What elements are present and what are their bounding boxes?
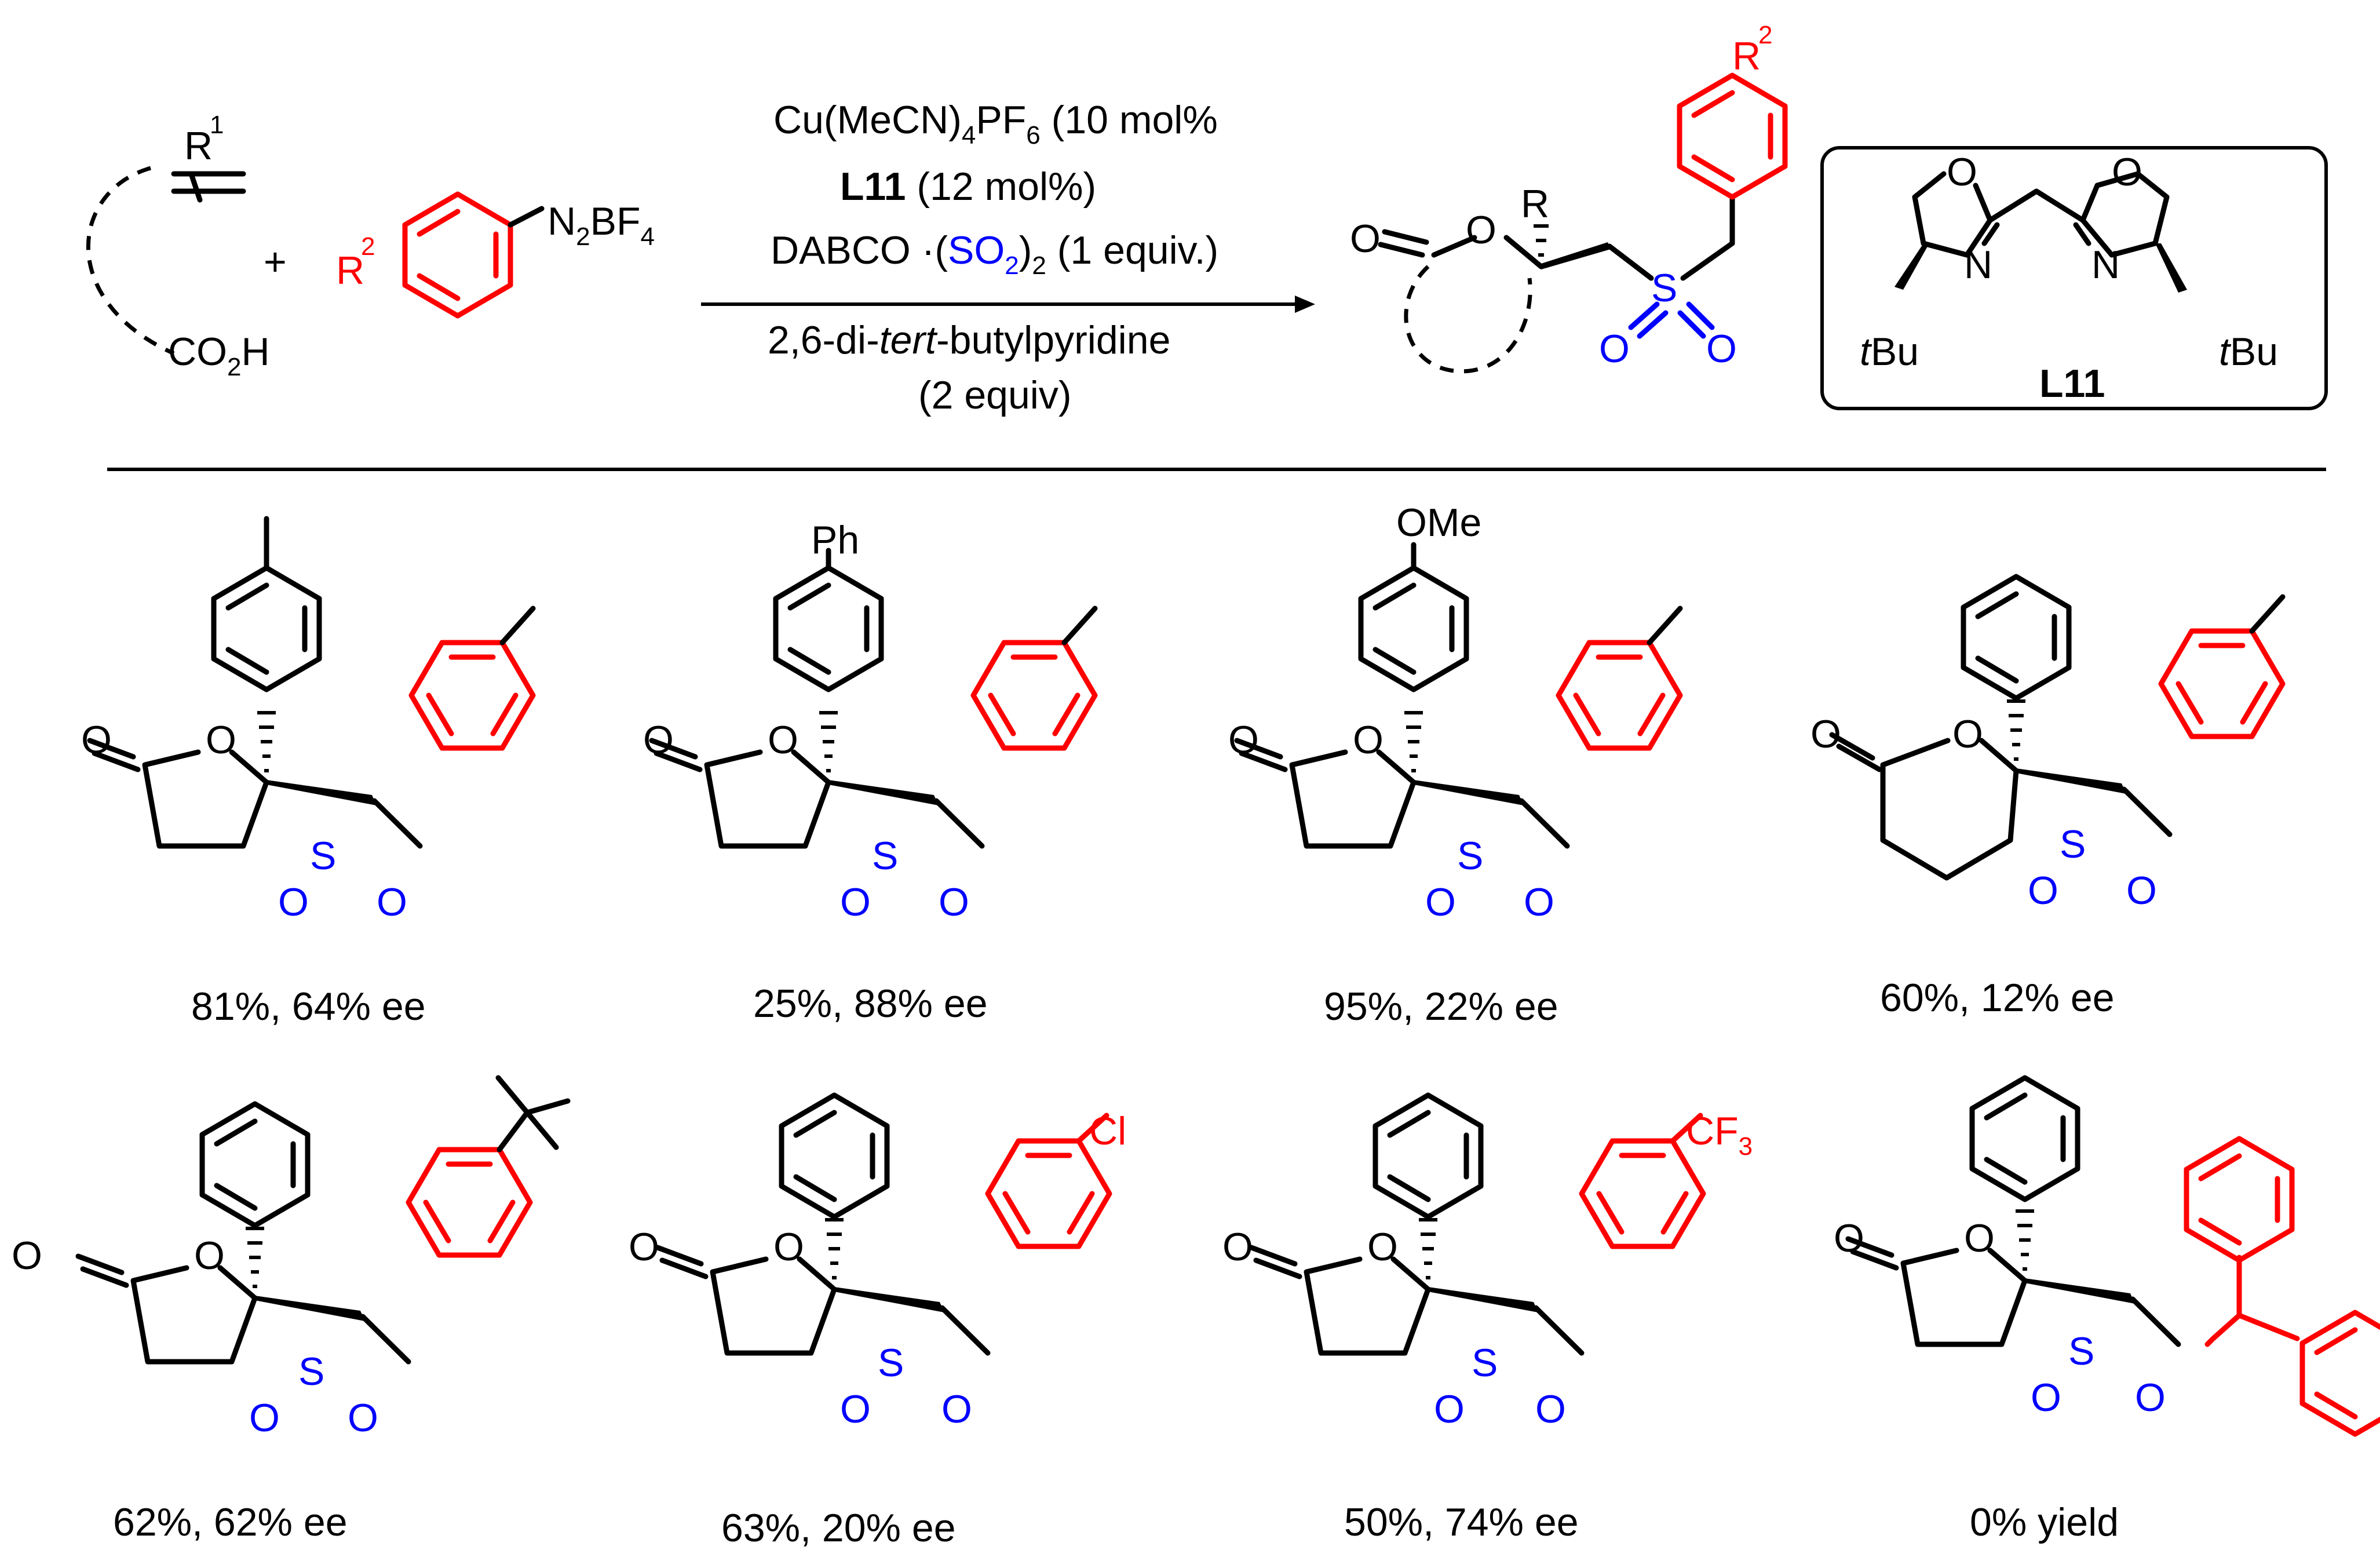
general-product: O O R S O O R 2	[1350, 21, 1785, 374]
product-6	[658, 1095, 1109, 1353]
plus-sign: +	[264, 240, 287, 284]
product-8-yield: 0% yield	[1970, 1500, 2119, 1544]
product-1-yield: 81%, 64% ee	[191, 984, 426, 1029]
svg-text:O: O	[194, 1234, 225, 1278]
ligand-box: O O N N tBu tBu L11	[1820, 146, 2328, 410]
product-carbonyl-o: O	[1350, 217, 1381, 261]
product-6-aryl-substituent: Cl	[1089, 1109, 1126, 1153]
svg-text:O: O	[1834, 1216, 1864, 1260]
product-ring-o: O	[1466, 208, 1496, 252]
svg-text:O: O	[1524, 880, 1554, 924]
svg-text:O: O	[278, 880, 309, 924]
svg-text:O: O	[1952, 712, 1983, 756]
product-atom-labels: O O S O O O O S O O Ph O O S O O OMe O O…	[12, 501, 2166, 1440]
svg-text:O: O	[1228, 718, 1259, 762]
svg-text:S: S	[1457, 834, 1483, 878]
ligand-n-left: N	[1964, 243, 1992, 287]
reagent-ligand: L11 (12 mol%)	[840, 165, 1096, 209]
ligand-tbu-left: tBu	[1860, 330, 1919, 374]
svg-text:1: 1	[210, 111, 224, 139]
svg-text:O: O	[1535, 1387, 1566, 1431]
reagent-dabso: DABCO ·(SO2)2 (1 equiv.)	[771, 228, 1218, 280]
r1-label: R	[184, 124, 213, 168]
svg-text:O: O	[941, 1387, 972, 1431]
svg-text:O: O	[2031, 1376, 2061, 1420]
reagent-base: 2,6-di-tert-butylpyridine	[768, 318, 1170, 362]
product-1	[90, 516, 536, 846]
diazonium-label: N2BF4	[547, 199, 655, 251]
product-5	[78, 1075, 571, 1362]
svg-text:O: O	[1222, 1225, 1253, 1269]
ligand-n-right: N	[2091, 243, 2120, 287]
product-7	[1251, 1095, 1703, 1353]
ligand-o-left: O	[1947, 150, 1977, 194]
svg-text:O: O	[643, 718, 674, 762]
svg-text:O: O	[939, 880, 969, 924]
aryl-diazonium-salt: R 2 N2BF4	[336, 194, 655, 316]
product-2-yield: 25%, 88% ee	[753, 982, 988, 1026]
product-2-substituent: Ph	[811, 518, 859, 562]
svg-text:O: O	[2126, 869, 2157, 913]
svg-text:2: 2	[1758, 21, 1772, 49]
product-7-yield: 50%, 74% ee	[1344, 1500, 1579, 1544]
r2-label: R	[336, 249, 364, 293]
ligand-o-right: O	[2112, 150, 2142, 194]
product-r2-label: R	[1732, 34, 1761, 78]
svg-text:O: O	[12, 1234, 42, 1278]
product-4	[1832, 577, 2286, 878]
svg-text:O: O	[629, 1225, 659, 1269]
svg-text:O: O	[81, 718, 112, 762]
svg-text:O: O	[840, 880, 871, 924]
svg-text:O: O	[249, 1396, 280, 1440]
product-6-yield: 63%, 20% ee	[721, 1506, 956, 1550]
substrate-alkenoic-acid: R 1 CO2H	[86, 111, 270, 381]
reaction-conditions: Cu(MeCN)4PF6 (10 mol% L11 (12 mol%) DABC…	[701, 98, 1315, 417]
svg-text:S: S	[2068, 1329, 2094, 1373]
svg-text:O: O	[1964, 1216, 1995, 1260]
product-sulfonyl-o1: O	[1599, 327, 1630, 371]
svg-text:O: O	[2135, 1376, 2166, 1420]
svg-text:O: O	[1367, 1225, 1398, 1269]
carboxylic-acid-label: CO2H	[168, 330, 270, 381]
svg-text:O: O	[206, 718, 236, 762]
product-5-yield: 62%, 62% ee	[113, 1500, 348, 1544]
svg-text:S: S	[878, 1341, 904, 1385]
svg-text:S: S	[2060, 822, 2086, 866]
product-3	[1237, 542, 1683, 846]
svg-text:O: O	[348, 1396, 378, 1440]
reagent-base-equiv: (2 equiv)	[918, 373, 1072, 417]
yield-labels: 81%, 64% ee 25%, 88% ee 95%, 22% ee 60%,…	[113, 976, 2119, 1550]
svg-text:O: O	[2028, 869, 2058, 913]
reagent-copper: Cu(MeCN)4PF6 (10 mol%	[773, 98, 1218, 149]
product-3-substituent: OMe	[1396, 501, 1481, 545]
svg-text:S: S	[1472, 1341, 1498, 1385]
svg-text:O: O	[840, 1387, 871, 1431]
svg-text:O: O	[1810, 712, 1841, 756]
product-r-label: R	[1521, 182, 1549, 226]
ligand-tbu-right: tBu	[2219, 330, 2278, 374]
ligand-label: L11	[2039, 362, 2105, 406]
svg-text:O: O	[377, 880, 407, 924]
svg-text:O: O	[773, 1225, 804, 1269]
svg-text:S: S	[872, 834, 898, 878]
product-3-yield: 95%, 22% ee	[1324, 984, 1558, 1029]
svg-text:S: S	[298, 1350, 324, 1394]
svg-text:O: O	[1434, 1387, 1465, 1431]
svg-text:O: O	[1425, 880, 1456, 924]
svg-text:O: O	[768, 718, 798, 762]
product-7-aryl-substituent: CF3	[1686, 1109, 1753, 1161]
svg-text:2: 2	[361, 232, 375, 261]
product-2	[652, 548, 1098, 846]
product-4-yield: 60%, 12% ee	[1880, 976, 2115, 1020]
product-8	[1848, 1078, 2380, 1434]
product-sulfonyl-o2: O	[1706, 327, 1737, 371]
svg-text:S: S	[310, 834, 336, 878]
svg-text:O: O	[1353, 718, 1384, 762]
